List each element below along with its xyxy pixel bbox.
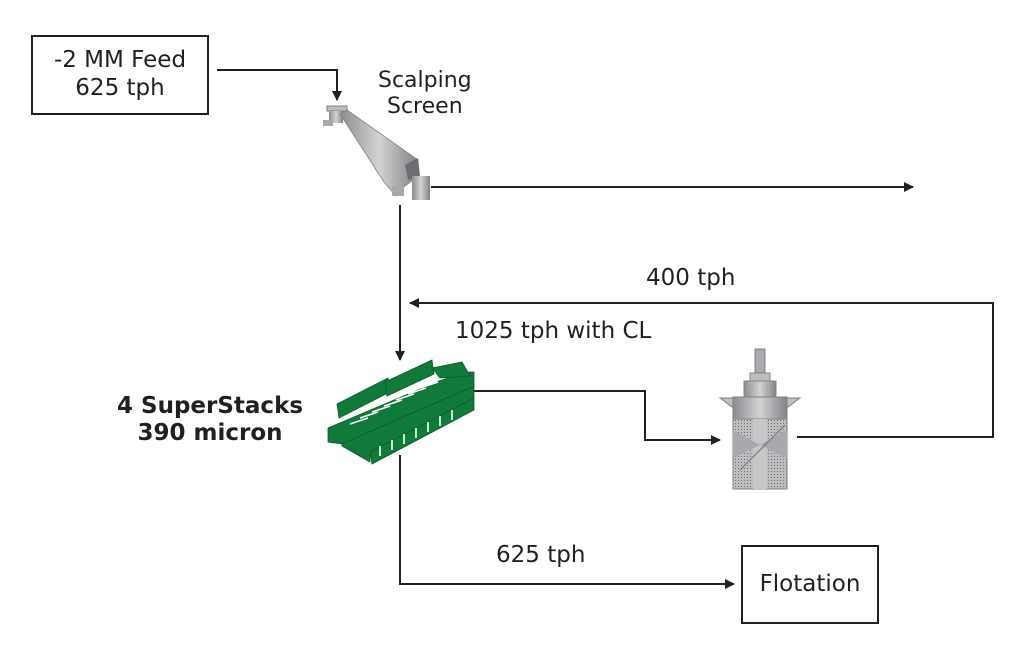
recycle-label: 400 tph xyxy=(646,265,736,291)
scalping-screen-label-line2: Screen xyxy=(387,93,463,119)
scalping-screen-label-line1: Scalping xyxy=(378,68,472,93)
flotation-label: Flotation xyxy=(759,570,861,597)
superstacks-to-flotation-line xyxy=(399,455,735,589)
scalping-screen-label: Scalping Screen xyxy=(378,68,472,120)
recycle-flow-line xyxy=(409,298,994,438)
feed-box: -2 MM Feed 625 tph xyxy=(31,35,209,115)
superstacks-icon xyxy=(327,359,475,465)
flotation-box: Flotation xyxy=(741,545,879,624)
superstacks-label: 4 SuperStacks 390 micron xyxy=(117,393,303,447)
undersize-flow-label: 625 tph xyxy=(496,542,586,568)
feed-label-line1: -2 MM Feed xyxy=(53,47,187,74)
superstacks-label-line2: 390 micron xyxy=(137,420,283,447)
superstacks-label-line1: 4 SuperStacks xyxy=(117,393,304,419)
scalping-screen-icon xyxy=(323,105,430,200)
feed-flow-line xyxy=(217,69,342,101)
cyclone-icon xyxy=(718,348,802,490)
feed-label-line2: 625 tph xyxy=(75,75,165,101)
combined-flow-label: 1025 tph with CL xyxy=(455,318,652,344)
superstacks-to-cyclone-line xyxy=(474,390,721,445)
